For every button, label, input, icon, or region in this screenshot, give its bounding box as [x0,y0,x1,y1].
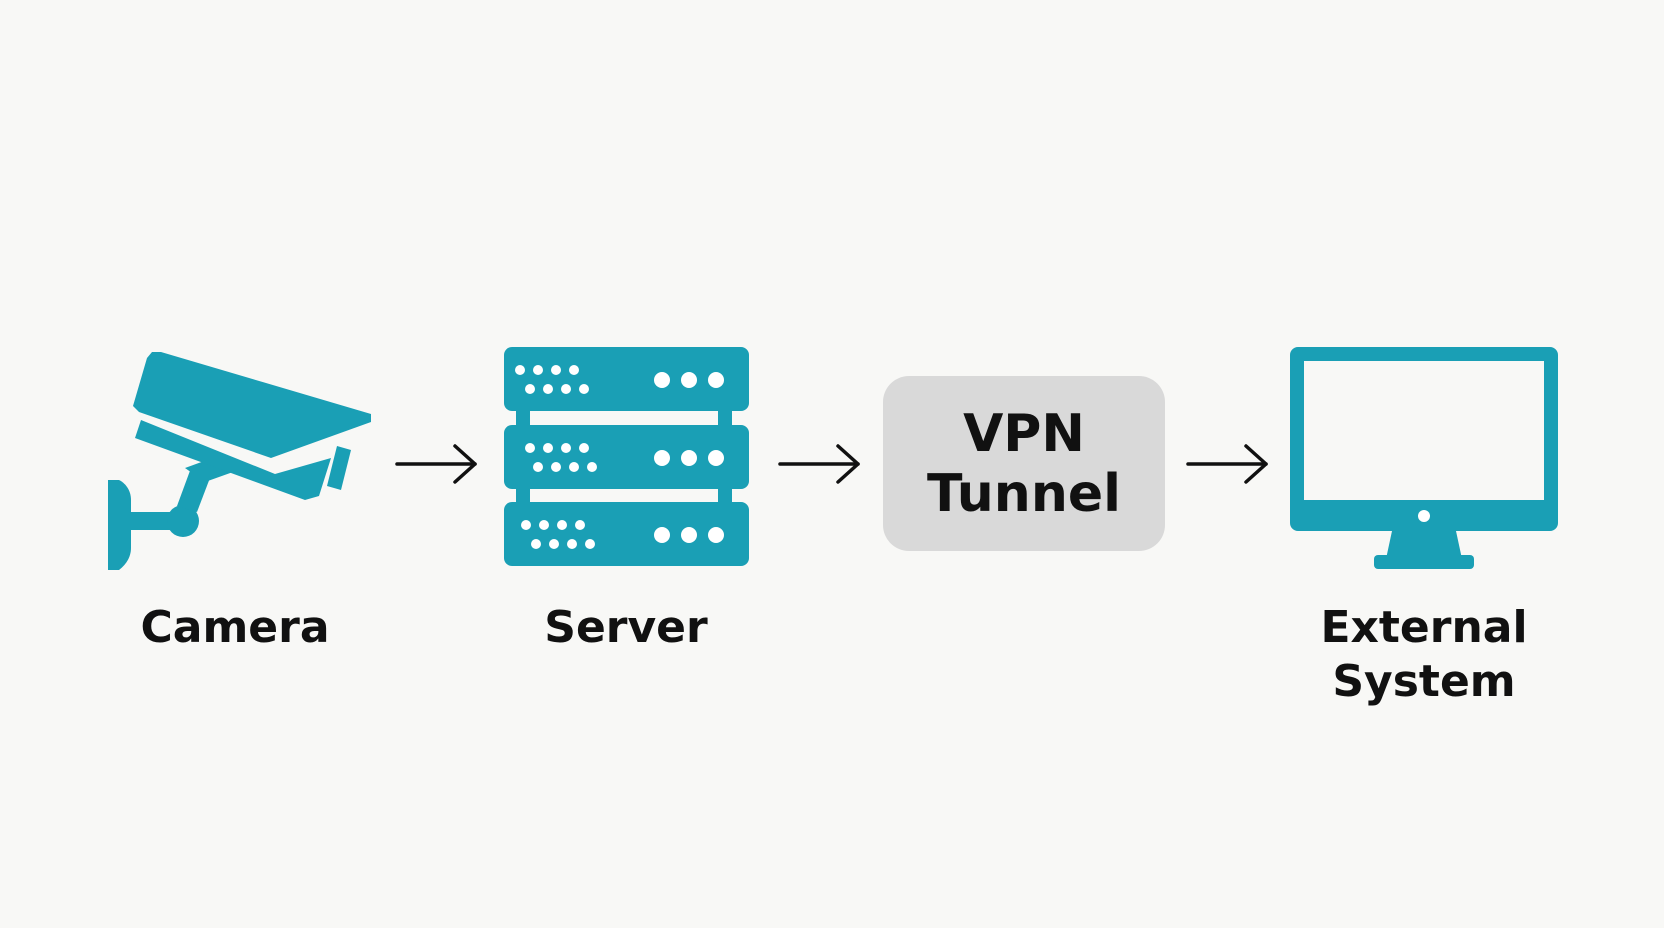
vpn-tunnel-label-line2: Tunnel [927,463,1121,524]
arrow-server-to-vpn [778,444,860,484]
security-camera-icon [108,352,371,570]
vpn-tunnel-box: VPN Tunnel [883,376,1165,551]
server-label: Server [544,602,708,653]
monitor-icon [1290,347,1558,569]
arrow-camera-to-server [395,444,477,484]
external-system-label-line2: System [1332,656,1516,707]
external-system-label: External System [1290,601,1558,709]
server-rack-icon [504,347,749,566]
external-system-label-line1: External [1320,602,1528,653]
vpn-tunnel-label-line1: VPN [963,403,1085,464]
camera-label: Camera [140,602,330,653]
arrow-vpn-to-external [1186,444,1268,484]
